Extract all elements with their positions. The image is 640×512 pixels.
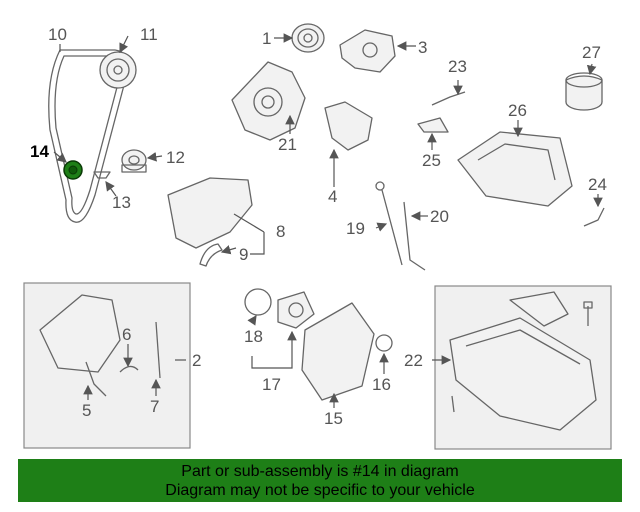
callout-5: 5 [82,401,91,420]
callout-22: 22 [404,351,423,370]
cover-lower [39,294,121,373]
callout-4: 4 [328,187,337,206]
callout-17: 17 [262,375,281,394]
guide-7 [155,321,161,379]
callout-8: 8 [276,222,285,241]
callout-20: 20 [430,207,449,226]
gasket-18 [244,288,272,316]
callout-16: 16 [372,375,391,394]
callout-6: 6 [122,325,131,344]
callout-15: 15 [324,409,343,428]
callout-12: 12 [166,148,185,167]
banner-line-1: Part or sub-assembly is #14 in diagram [181,463,459,480]
callout-11: 11 [140,25,158,44]
callout-25: 25 [422,151,441,170]
bracket-23 [431,91,466,106]
callout-7: 7 [150,397,159,416]
callout-13: 13 [112,193,131,212]
tensioner-pulley-12 [121,149,147,173]
idler-bracket-13 [93,171,111,179]
callout-14: 14 [30,142,49,161]
bolt [583,301,593,326]
callout-10: 10 [48,25,67,44]
callout-27: 27 [582,43,601,62]
dipstick-tube-20 [403,201,426,271]
callout-1: 1 [262,29,271,48]
oil-pump-21 [231,61,306,141]
oil-pan-26 [457,131,573,207]
callout-2: 2 [192,351,201,370]
pin [451,395,455,413]
crank-pulley-1 [291,23,325,53]
callout-23: 23 [448,57,467,76]
oil-pan-lower [449,317,597,431]
bracket-5 [85,361,107,397]
bracket-4 [324,101,373,151]
leader-lines [53,33,603,408]
oring-16 [375,334,393,352]
baffle-plate [509,291,569,327]
bracket-24 [583,207,605,227]
callout-3: 3 [418,38,427,57]
timing-cover-8 [167,177,253,249]
highlighted-part-14 [63,160,83,180]
oil-filter-27 [565,72,603,111]
notice-banner: Part or sub-assembly is #14 in diagram D… [18,459,622,502]
timing-pulley [99,51,137,89]
cover-3 [339,29,396,73]
dipstick-19 [375,181,403,266]
banner-line-2: Diagram may not be specific to your vehi… [165,482,475,499]
seal-9 [199,243,223,267]
callout-18: 18 [244,327,263,346]
callout-9: 9 [239,245,248,264]
callout-21: 21 [278,135,297,154]
callout-26: 26 [508,101,527,120]
callout-19: 19 [346,219,365,238]
rear-cover-15 [301,302,375,401]
callout-labels: 1 2 3 4 5 6 7 8 9 10 11 12 13 14 15 16 1… [30,25,607,428]
baffle-25 [417,117,449,133]
seal-retainer [277,291,315,329]
callout-24: 24 [588,175,607,194]
